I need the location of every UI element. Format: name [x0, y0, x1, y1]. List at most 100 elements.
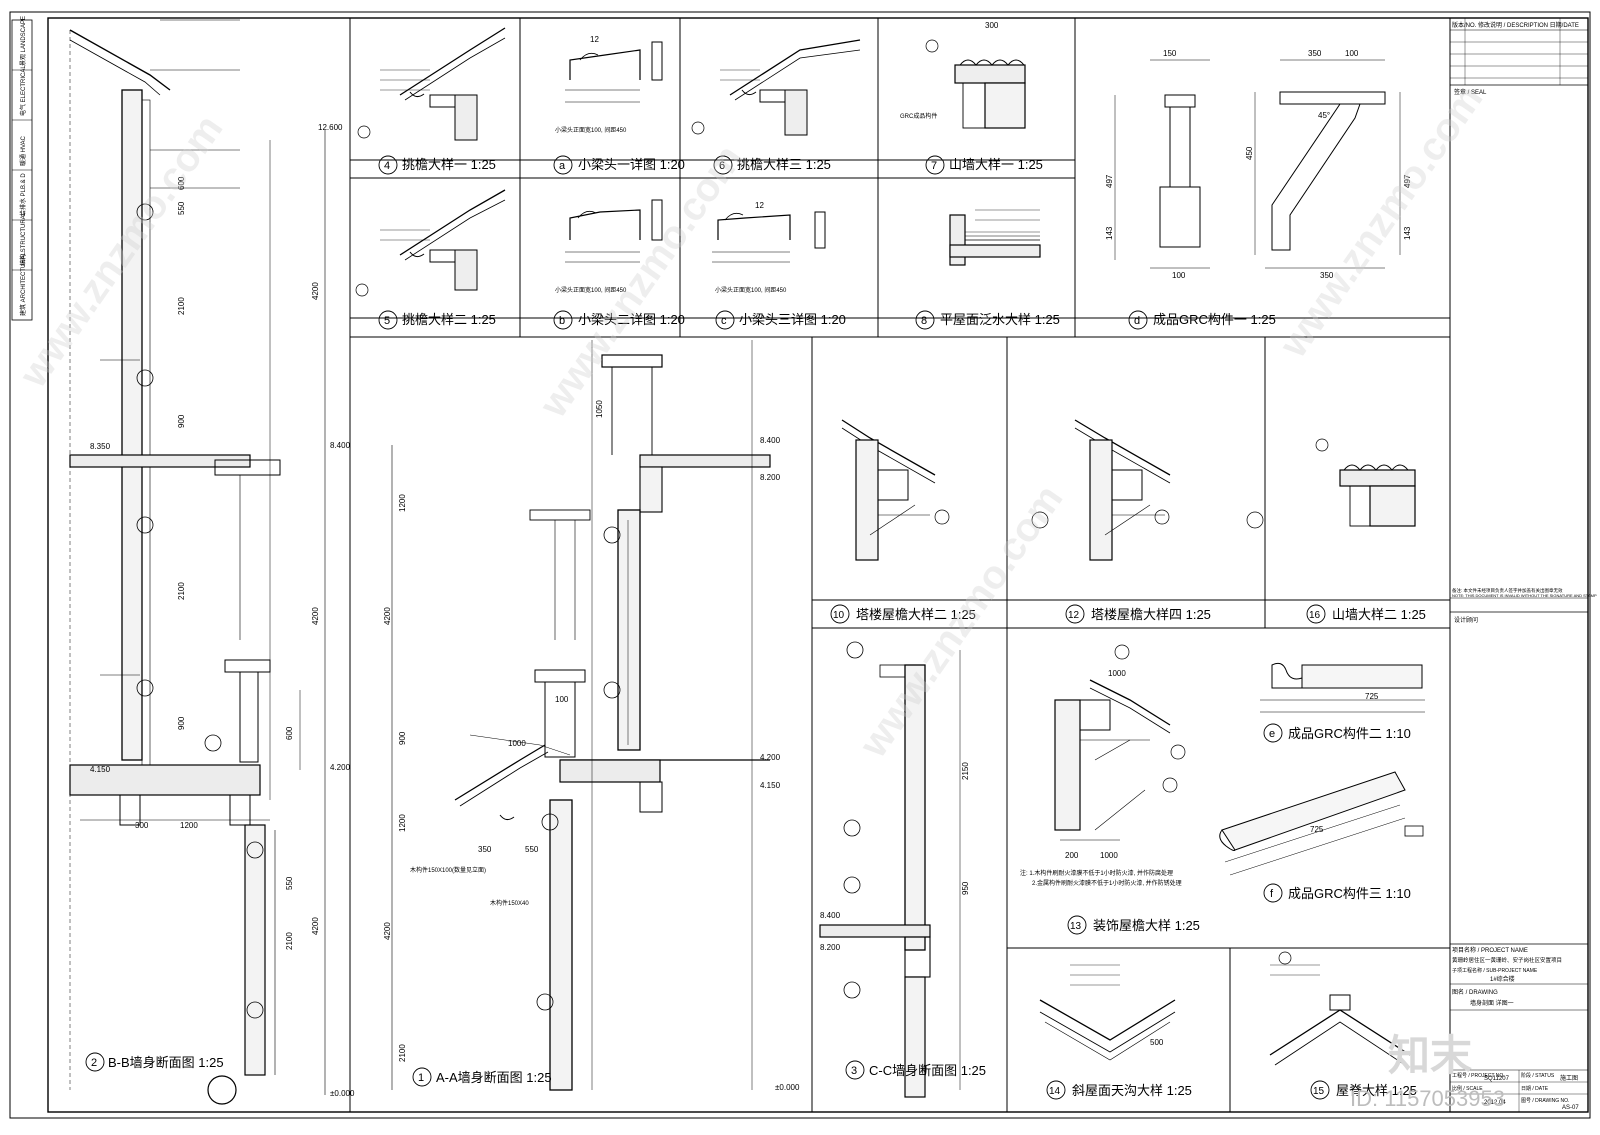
dim-45: 45°	[1318, 111, 1330, 120]
caption-5-text: 挑檐大样二 1:25	[402, 312, 496, 327]
caption-10: 10 塔楼屋檐大样二 1:25	[830, 604, 976, 624]
caption-d: d 成品GRC构件一 1:25	[1128, 310, 1276, 330]
detail-c-drawing	[712, 211, 826, 263]
dim-2100: 2100	[285, 932, 294, 950]
detail-16-drawing	[1315, 438, 1416, 527]
caption-14-mark: 14	[1049, 1086, 1061, 1097]
dim-350: 350	[1308, 49, 1322, 58]
level-0: ±0.000	[330, 1089, 355, 1098]
detail-6-drawing	[691, 39, 861, 136]
caption-6-mark: 6	[719, 160, 725, 172]
dim-725: 725	[1310, 825, 1324, 834]
discipline-label: 建筑 ARCHITECTURAL	[19, 251, 27, 316]
caption-14: 14 斜屋面天沟大样 1:25	[1046, 1080, 1192, 1100]
revision-header: 版本/NO. 修改说明 / DESCRIPTION 日期/DATE	[1452, 21, 1579, 29]
caption-2-mark: 2	[91, 1057, 97, 1069]
dim-1200: 1200	[398, 814, 407, 832]
caption-e-mark: e	[1269, 728, 1275, 740]
caption-13-text: 装饰屋檐大样 1:25	[1093, 918, 1200, 933]
dim-1200: 1200	[180, 821, 198, 830]
subproject-name: 1#综合楼	[1490, 975, 1515, 983]
caption-12-mark: 12	[1068, 610, 1080, 621]
caption-8-text: 平屋面泛水大样 1:25	[940, 312, 1060, 327]
dim-500: 500	[1150, 1038, 1164, 1047]
dim-400: 100	[555, 695, 569, 704]
caption-12: 12 塔楼屋檐大样四 1:25	[1065, 604, 1211, 624]
level-8400: 8.400	[760, 436, 781, 445]
detail-8-drawing	[949, 209, 1041, 266]
detail-7-drawing	[925, 39, 1026, 129]
note-13-2: 2.金属构件刷耐火漆膜不低于1小时防火漆, 并作防锈处理	[1032, 879, 1182, 887]
dim-350: 350	[478, 845, 492, 854]
dim-300: 300	[135, 821, 149, 830]
discipline-label: 景观 LANDSCAPE	[20, 16, 27, 66]
caption-16: 16 山墙大样二 1:25	[1306, 604, 1426, 624]
caption-3: 3 C-C墙身断面图 1:25	[845, 1060, 986, 1080]
drawing-no: AS-07	[1562, 1105, 1579, 1111]
level-0: ±0.000	[775, 1083, 800, 1092]
dim-550: 550	[525, 845, 539, 854]
dim-750: 600	[285, 726, 294, 740]
dim-900: 900	[398, 731, 407, 745]
caption-d-text: 成品GRC构件一 1:25	[1153, 312, 1276, 327]
caption-7: 7 山墙大样一 1:25	[925, 155, 1043, 175]
caption-5-mark: 5	[384, 315, 390, 327]
dim-600: 600	[177, 176, 186, 190]
section-cc	[819, 641, 961, 1098]
caption-e-text: 成品GRC构件二 1:10	[1288, 726, 1411, 741]
detail-10-drawing	[841, 419, 1049, 561]
dim-2150: 2150	[961, 762, 970, 780]
dim-950: 950	[961, 881, 970, 895]
subproject-label: 子项工程名称 / SUB-PROJECT NAME	[1452, 967, 1538, 974]
dim-900: 900	[177, 414, 186, 428]
date-label: 日期 / DATE	[1521, 1086, 1549, 1092]
note-timber-2: 木构件150X40	[490, 899, 529, 907]
caption-15: 15 屋脊大样 1:25	[1310, 1080, 1417, 1100]
caption-8-mark: 8	[921, 315, 927, 327]
detail-14-drawing	[1039, 964, 1176, 1061]
scale-label: 比例 / SCALE	[1452, 1085, 1483, 1092]
caption-14-text: 斜屋面天沟大样 1:25	[1072, 1083, 1192, 1098]
dim-450: 450	[1245, 146, 1254, 160]
caption-d-mark: d	[1134, 315, 1140, 327]
caption-3-text: C-C墙身断面图 1:25	[869, 1063, 986, 1078]
caption-2-text: B-B墙身断面图 1:25	[108, 1055, 224, 1070]
caption-c: c 小梁头三详图 1:20	[715, 310, 846, 330]
drawing-label: 图名 / DRAWING	[1452, 988, 1498, 996]
level-8400: 8.400	[820, 911, 841, 920]
dim-725: 725	[1365, 692, 1379, 701]
caption-1-mark: 1	[418, 1072, 424, 1084]
level-8350: 8.350	[90, 442, 111, 451]
watermark: www.znzmo.com www.znzmo.com www.znzmo.co…	[11, 77, 1505, 1111]
drawing-name: 墙身剖面 详图一	[1470, 999, 1514, 1007]
detail-b-drawing	[565, 199, 663, 263]
dim-100: 100	[1172, 271, 1186, 280]
project-no: SQ11207	[1484, 1076, 1510, 1082]
caption-a: a 小梁头一详图 1:20	[553, 155, 685, 175]
watermark-site: www.znzmo.com	[11, 107, 232, 396]
detail-15-drawing	[1269, 951, 1411, 1066]
caption-f-mark: f	[1270, 888, 1274, 900]
discipline-label: 暖通 HVAC	[19, 135, 27, 166]
invalid-note-en: NOTE: THIS DOCUMENT IS INVALID WITHOUT T…	[1452, 593, 1597, 598]
discipline-label: 电气 ELECTRICAL	[19, 65, 27, 116]
detail-13-drawing	[1054, 644, 1186, 841]
dim-2100: 2100	[177, 582, 186, 600]
level-4150: 4.150	[90, 765, 111, 774]
caption-a-text: 小梁头一详图 1:20	[578, 157, 685, 172]
caption-16-mark: 16	[1309, 610, 1321, 621]
dim-12: 12	[590, 35, 599, 44]
project-label: 项目名称 / PROJECT NAME	[1452, 946, 1528, 954]
caption-15-text: 屋脊大样 1:25	[1336, 1083, 1417, 1098]
level-4200: 4.200	[760, 753, 781, 762]
project-name: 黄珊岭居住区一黄珊岭、安子岗社区安置项目	[1452, 956, 1562, 964]
dim-1000: 1000	[508, 739, 526, 748]
caption-a-mark: a	[559, 160, 566, 172]
dim-100: 100	[1345, 49, 1359, 58]
consultant-label: 设计顾问	[1454, 616, 1478, 624]
detail-f-drawing	[1219, 771, 1424, 876]
status: 施工图	[1560, 1074, 1578, 1082]
drawing-no-label: 图号 / DRAWING NO.	[1521, 1098, 1569, 1104]
seal-label: 签章 / SEAL	[1454, 88, 1487, 96]
